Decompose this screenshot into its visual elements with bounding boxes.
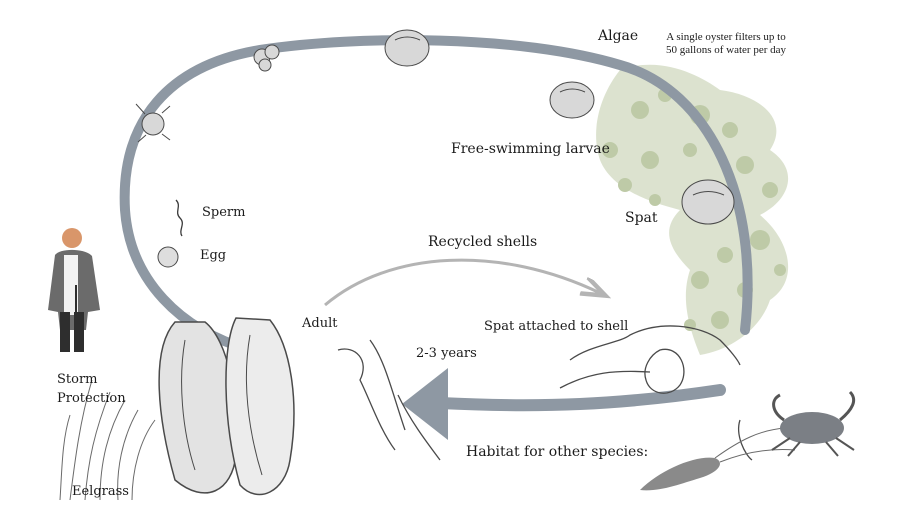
filter-note-line-2: 50 gallons of water per day [665, 44, 787, 56]
person-icon [48, 228, 100, 352]
storm-label-line-2: Protection [57, 391, 126, 406]
oyster-shell-icon [158, 317, 295, 496]
sperm-label: Sperm [202, 205, 246, 220]
shell-reef [337, 325, 753, 461]
shrimp-icon [640, 427, 796, 491]
habitat-label: Habitat for other species: [466, 444, 649, 460]
growth-arrowhead [402, 368, 448, 440]
storm-label-line-1: Storm [57, 372, 98, 387]
recycled-shells-label: Recycled shells [428, 234, 538, 250]
spat-attached-label: Spat attached to shell [484, 319, 629, 334]
growth-arrow [434, 384, 726, 412]
spat-label: Spat [625, 210, 658, 226]
larvae-label: Free-swimming larvae [451, 141, 610, 157]
storm-protection-label: Storm Protection [57, 370, 126, 408]
filter-note-line-1: A single oyster filters up to [666, 31, 786, 43]
eelgrass-label: Eelgrass [72, 484, 129, 499]
egg-icon [157, 246, 179, 268]
sperm-icon [175, 199, 183, 237]
eelgrass-icon [59, 379, 156, 501]
years-label: 2-3 years [416, 346, 477, 361]
life-cycle-ring [119, 35, 753, 355]
algae-label: Algae [598, 28, 639, 44]
recycle-arrow [324, 258, 600, 307]
adult-label: Adult [302, 316, 338, 331]
egg-label: Egg [200, 248, 227, 263]
filter-note: A single oyster filters up to 50 gallons… [662, 31, 790, 57]
crab-icon [771, 390, 856, 457]
